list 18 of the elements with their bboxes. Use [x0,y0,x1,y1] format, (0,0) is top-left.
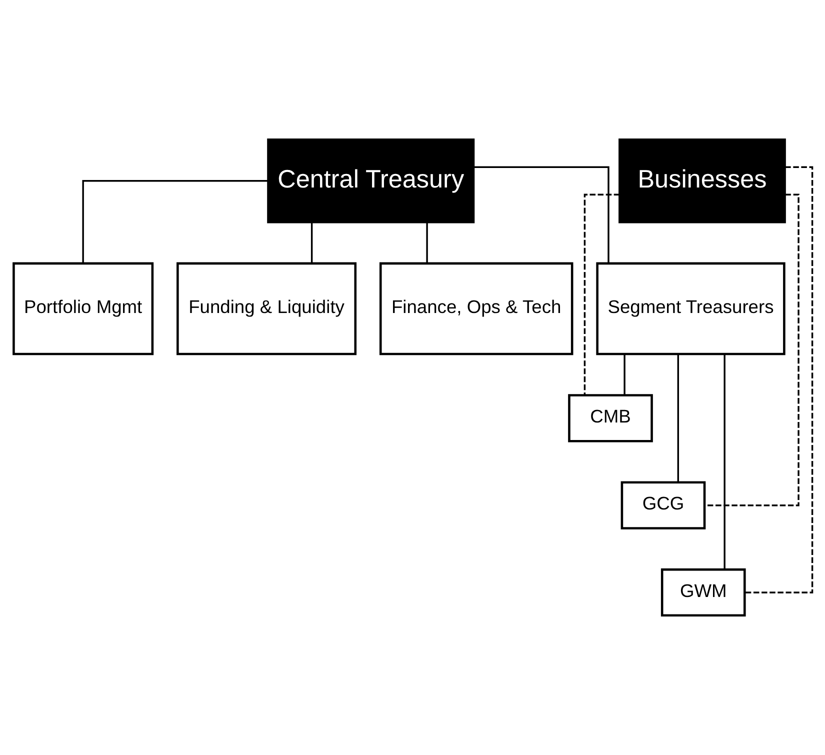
node-box: GCG [620,481,706,530]
node-box: Segment Treasurers [596,262,785,356]
node-box: Businesses [618,138,786,224]
node-box: GWM [660,568,746,617]
node-box: Funding & Liquidity [176,262,356,356]
connector [623,354,625,396]
node-box: CMB [568,394,652,442]
connector [473,166,609,264]
connector [583,194,620,396]
connector [426,222,428,263]
node-box: Portfolio Mgmt [12,262,154,356]
node-box: Central Treasury [266,138,474,224]
connector [310,222,312,263]
node-box: Finance, Ops & Tech [378,262,573,356]
connector [676,354,678,482]
connector [744,166,813,594]
connector [723,354,725,570]
connector [82,180,268,264]
